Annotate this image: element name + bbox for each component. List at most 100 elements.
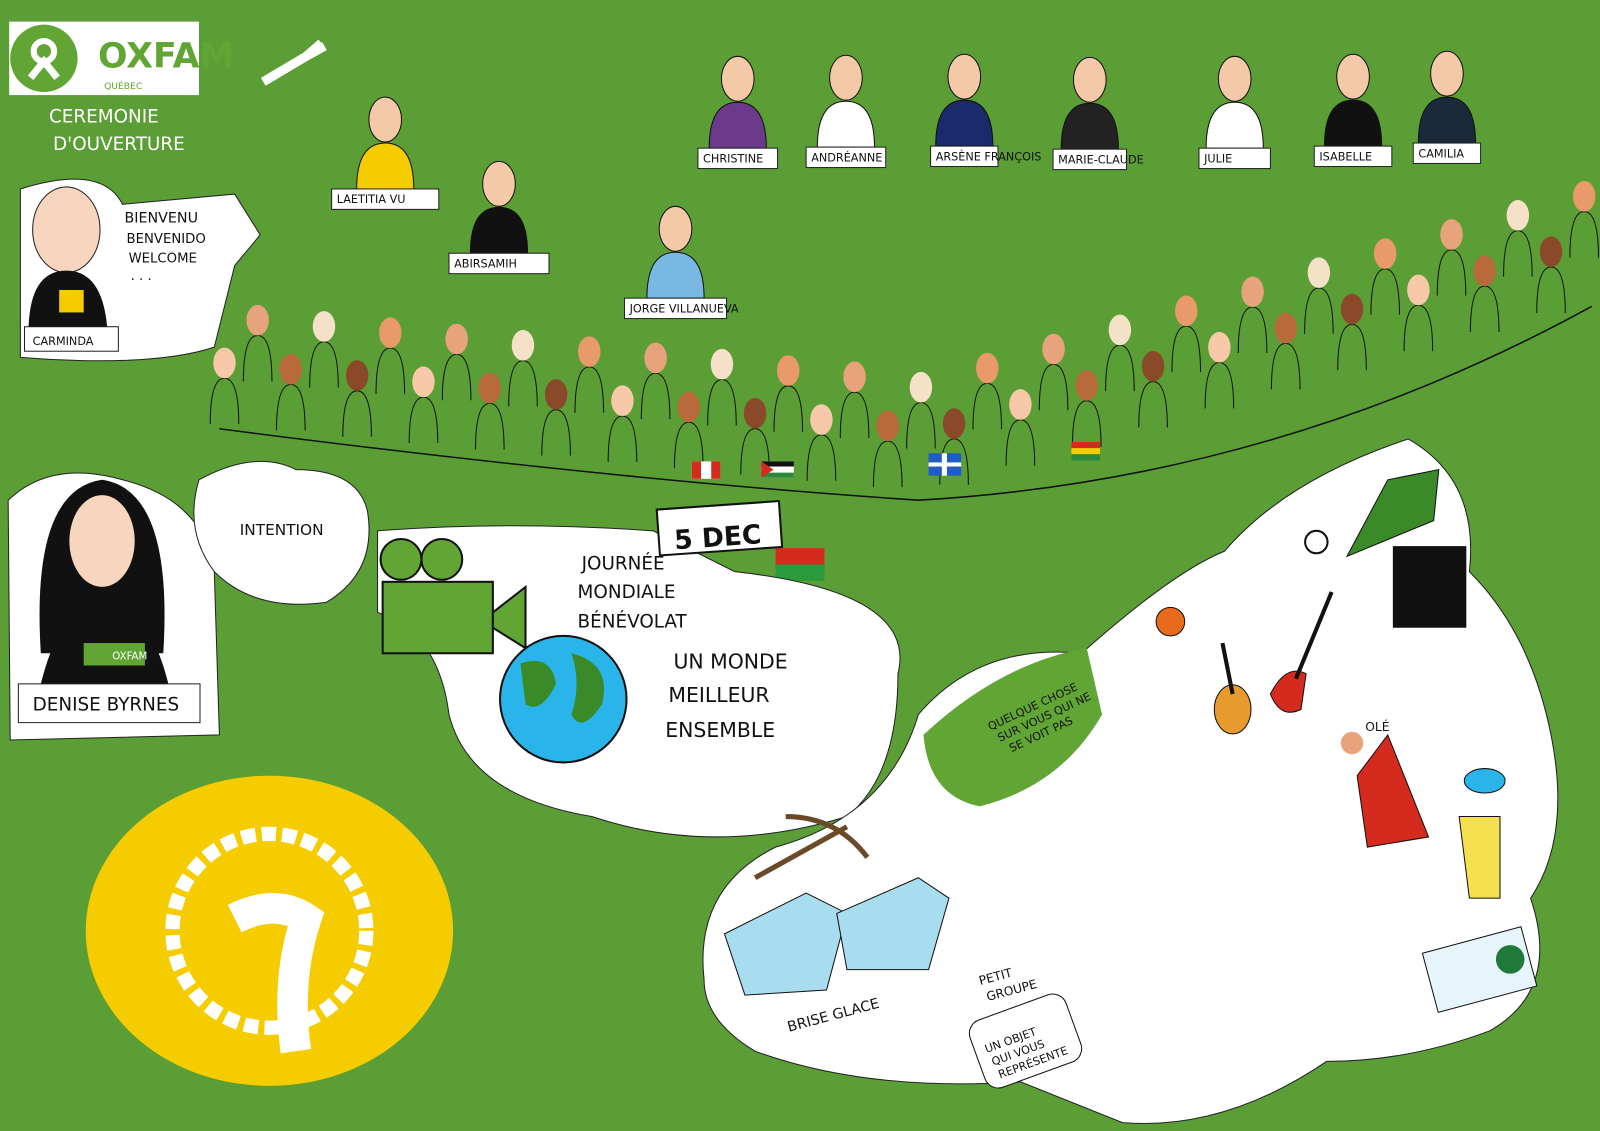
title-line1: CEREMONIE	[49, 107, 159, 128]
audience-member	[408, 366, 439, 444]
panelist: ANDRÉANNE	[805, 54, 887, 169]
ole-text: OLÉ	[1365, 719, 1389, 734]
fisherman	[1458, 768, 1506, 899]
audience-member	[1270, 312, 1301, 390]
panelist-name: LAETITIA VU	[337, 193, 406, 206]
panelist: LAETITIA VU	[331, 96, 440, 210]
audience-member	[1569, 180, 1599, 258]
audience-member	[1071, 370, 1102, 447]
panelist: JORGE VILLANUEVA	[623, 205, 739, 320]
audience-member	[1105, 314, 1135, 392]
audience-member	[806, 404, 837, 481]
audience-member	[673, 391, 704, 469]
welcome-line: WELCOME	[129, 251, 197, 266]
soccer-ball-icon	[1304, 529, 1329, 555]
hand-icon	[260, 39, 327, 86]
panelist-name: ABIRSAMIH	[454, 258, 517, 271]
panelist-name: CAMILIA	[1418, 147, 1464, 160]
panelist: ARSÈNE FRANÇOIS	[930, 53, 1042, 168]
audience-member	[1005, 389, 1036, 466]
panelist-name: ISABELLE	[1319, 150, 1372, 163]
object-bubble: UN OBJET QUI VOUS REPRÉSENTE	[968, 993, 1083, 1089]
mountain-village-icon	[1345, 468, 1440, 558]
audience-member	[1237, 276, 1268, 353]
audience-line	[219, 305, 1593, 501]
ice-blocks	[723, 877, 950, 996]
audience-member	[1370, 238, 1400, 315]
electric-guitar-icon	[1269, 591, 1334, 713]
panelist: ISABELLE	[1313, 53, 1393, 168]
panelist: CHRISTINE	[697, 55, 779, 170]
audience-member	[441, 323, 472, 401]
oxfam-logo: OXFAM QUÉBEC	[9, 21, 234, 96]
audience-member	[1469, 255, 1500, 333]
intention-bubble: INTENTION	[193, 460, 370, 605]
speaker-name: CARMINDA	[33, 335, 94, 348]
panelist: ABIRSAMIH	[448, 160, 550, 275]
guitar-icon	[1213, 642, 1252, 735]
host-name: DENISE BYRNES	[33, 694, 180, 715]
calendar: 5 DEC	[655, 499, 784, 557]
audience-member	[773, 355, 804, 432]
motto-line: ENSEMBLE	[665, 718, 775, 742]
title-line2: D'OUVERTURE	[53, 134, 185, 155]
audience-member	[342, 360, 372, 437]
audience-member	[1436, 219, 1467, 296]
audience-member	[1171, 295, 1202, 373]
audience-member	[1038, 333, 1069, 411]
audience-member	[1337, 293, 1367, 371]
event-line: BÉNÉVOLAT	[578, 611, 688, 633]
piano-icon	[1392, 546, 1467, 628]
welcome-bubble: BIENVENU BENVENIDO WELCOME . . .	[124, 211, 205, 284]
audience-member	[640, 342, 671, 420]
panelist: JULIE	[1198, 55, 1271, 170]
denise-portrait: OXFAM DENISE BYRNES	[7, 472, 220, 741]
audience-member	[574, 336, 605, 413]
audience-member	[1503, 200, 1533, 277]
audience-member	[209, 347, 240, 425]
carminda-portrait: CARMINDA	[19, 178, 261, 362]
flamenco-dancer	[1340, 731, 1430, 848]
event-line: MONDIALE	[578, 582, 676, 603]
panelists: LAETITIA VU ABIRSAMIH JORGE VILLANUEVA CHRI…	[331, 50, 1482, 320]
panelist: CAMILIA	[1412, 50, 1482, 164]
welcome-line: BENVENIDO	[127, 232, 206, 247]
audience-member	[1403, 274, 1434, 352]
audience-member	[541, 379, 571, 456]
audience-member	[906, 371, 936, 449]
denise-badge: OXFAM	[112, 651, 147, 662]
puzzle-hands-circle	[85, 775, 454, 1086]
basketball-icon	[1155, 606, 1186, 637]
panelist: MARIE-CLAUDE	[1052, 56, 1144, 171]
audience-member	[276, 353, 306, 431]
camera-icon	[379, 537, 527, 655]
panelist-name: JORGE VILLANUEVA	[629, 302, 739, 315]
logo-sub: QUÉBEC	[104, 80, 142, 92]
globe-icon	[498, 634, 628, 764]
audience-member	[375, 317, 406, 394]
calendar-date: 5 DEC	[673, 519, 762, 556]
audience-member	[872, 410, 903, 488]
intention-text: INTENTION	[240, 521, 324, 539]
welcome-line: . . .	[131, 269, 152, 284]
drawing-paper	[1421, 926, 1538, 1013]
welcome-line: BIENVENU	[124, 211, 198, 227]
audience-member	[1138, 350, 1168, 428]
flags	[691, 442, 1100, 581]
audience-member	[242, 304, 273, 382]
audience-member	[1304, 257, 1334, 334]
event-line: JOURNÉE	[581, 553, 665, 575]
motto-line: MEILLEUR	[668, 683, 769, 707]
audience-member	[309, 311, 339, 388]
audience-member	[508, 330, 538, 407]
audience-member	[607, 385, 638, 462]
panelist-name: MARIE-CLAUDE	[1058, 153, 1144, 166]
panelist-name: ARSÈNE FRANÇOIS	[936, 150, 1042, 163]
audience-member	[972, 352, 1003, 430]
logo-text: OXFAM	[98, 37, 234, 77]
audience-member	[707, 348, 737, 426]
panelist-name: ANDRÉANNE	[811, 151, 882, 164]
prompt-bubble: QUELQUE CHOSE SUR VOUS QUI NE SE VOIT PA…	[923, 648, 1103, 807]
pickaxe-icon	[753, 813, 870, 880]
